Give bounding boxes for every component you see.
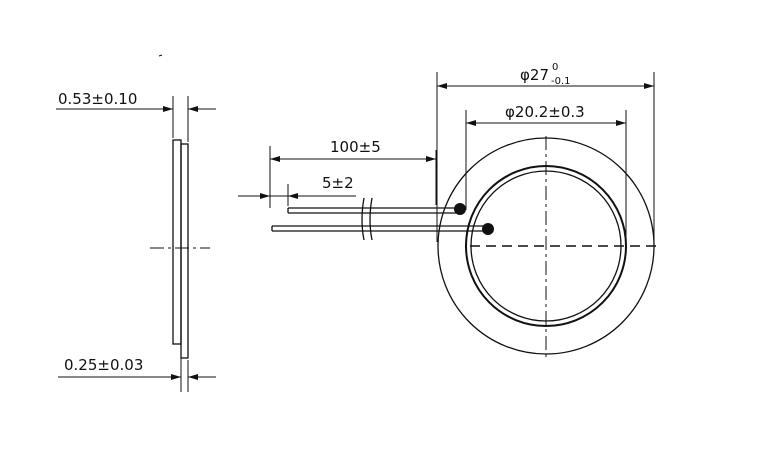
arrow-head — [163, 106, 173, 112]
wire-break-right — [369, 197, 373, 241]
dim-outer-lower-tol: -0.1 — [551, 76, 571, 87]
dim-plate-thickness: 0.25±0.03 — [64, 356, 143, 374]
brass-plate-profile — [172, 139, 182, 345]
arrow-head — [270, 156, 280, 162]
dim-outer-upper-tol: 0 — [552, 62, 558, 73]
arrow-head — [188, 374, 198, 380]
arrow-head — [616, 120, 626, 126]
dim-inner-diameter: φ20.2±0.3 — [505, 103, 585, 121]
solder-point-bottom — [482, 223, 494, 235]
dim-wire-length: 100±5 — [330, 138, 381, 156]
arrow-head — [171, 374, 181, 380]
dim-strip-length: 5±2 — [322, 174, 354, 192]
stray-mark — [158, 54, 163, 57]
dim-total-thickness: 0.53±0.10 — [58, 90, 137, 108]
arrow-head — [260, 193, 270, 199]
arrow-head — [188, 106, 198, 112]
arrow-head — [466, 120, 476, 126]
arrow-head — [288, 193, 298, 199]
arrow-head — [644, 83, 654, 89]
arrow-head — [426, 156, 436, 162]
wire-break-left — [361, 197, 365, 241]
ceramic-layer-profile — [180, 143, 189, 359]
side-view: 0.53±0.10 0.25±0.03 — [56, 54, 216, 392]
arrow-head — [437, 83, 447, 89]
solder-point-top — [454, 203, 466, 215]
dim-outer-diameter: φ27 — [520, 66, 549, 84]
front-view: 100±5 5±2 φ27 0 -0.1 φ20.2±0.3 — [238, 62, 656, 358]
